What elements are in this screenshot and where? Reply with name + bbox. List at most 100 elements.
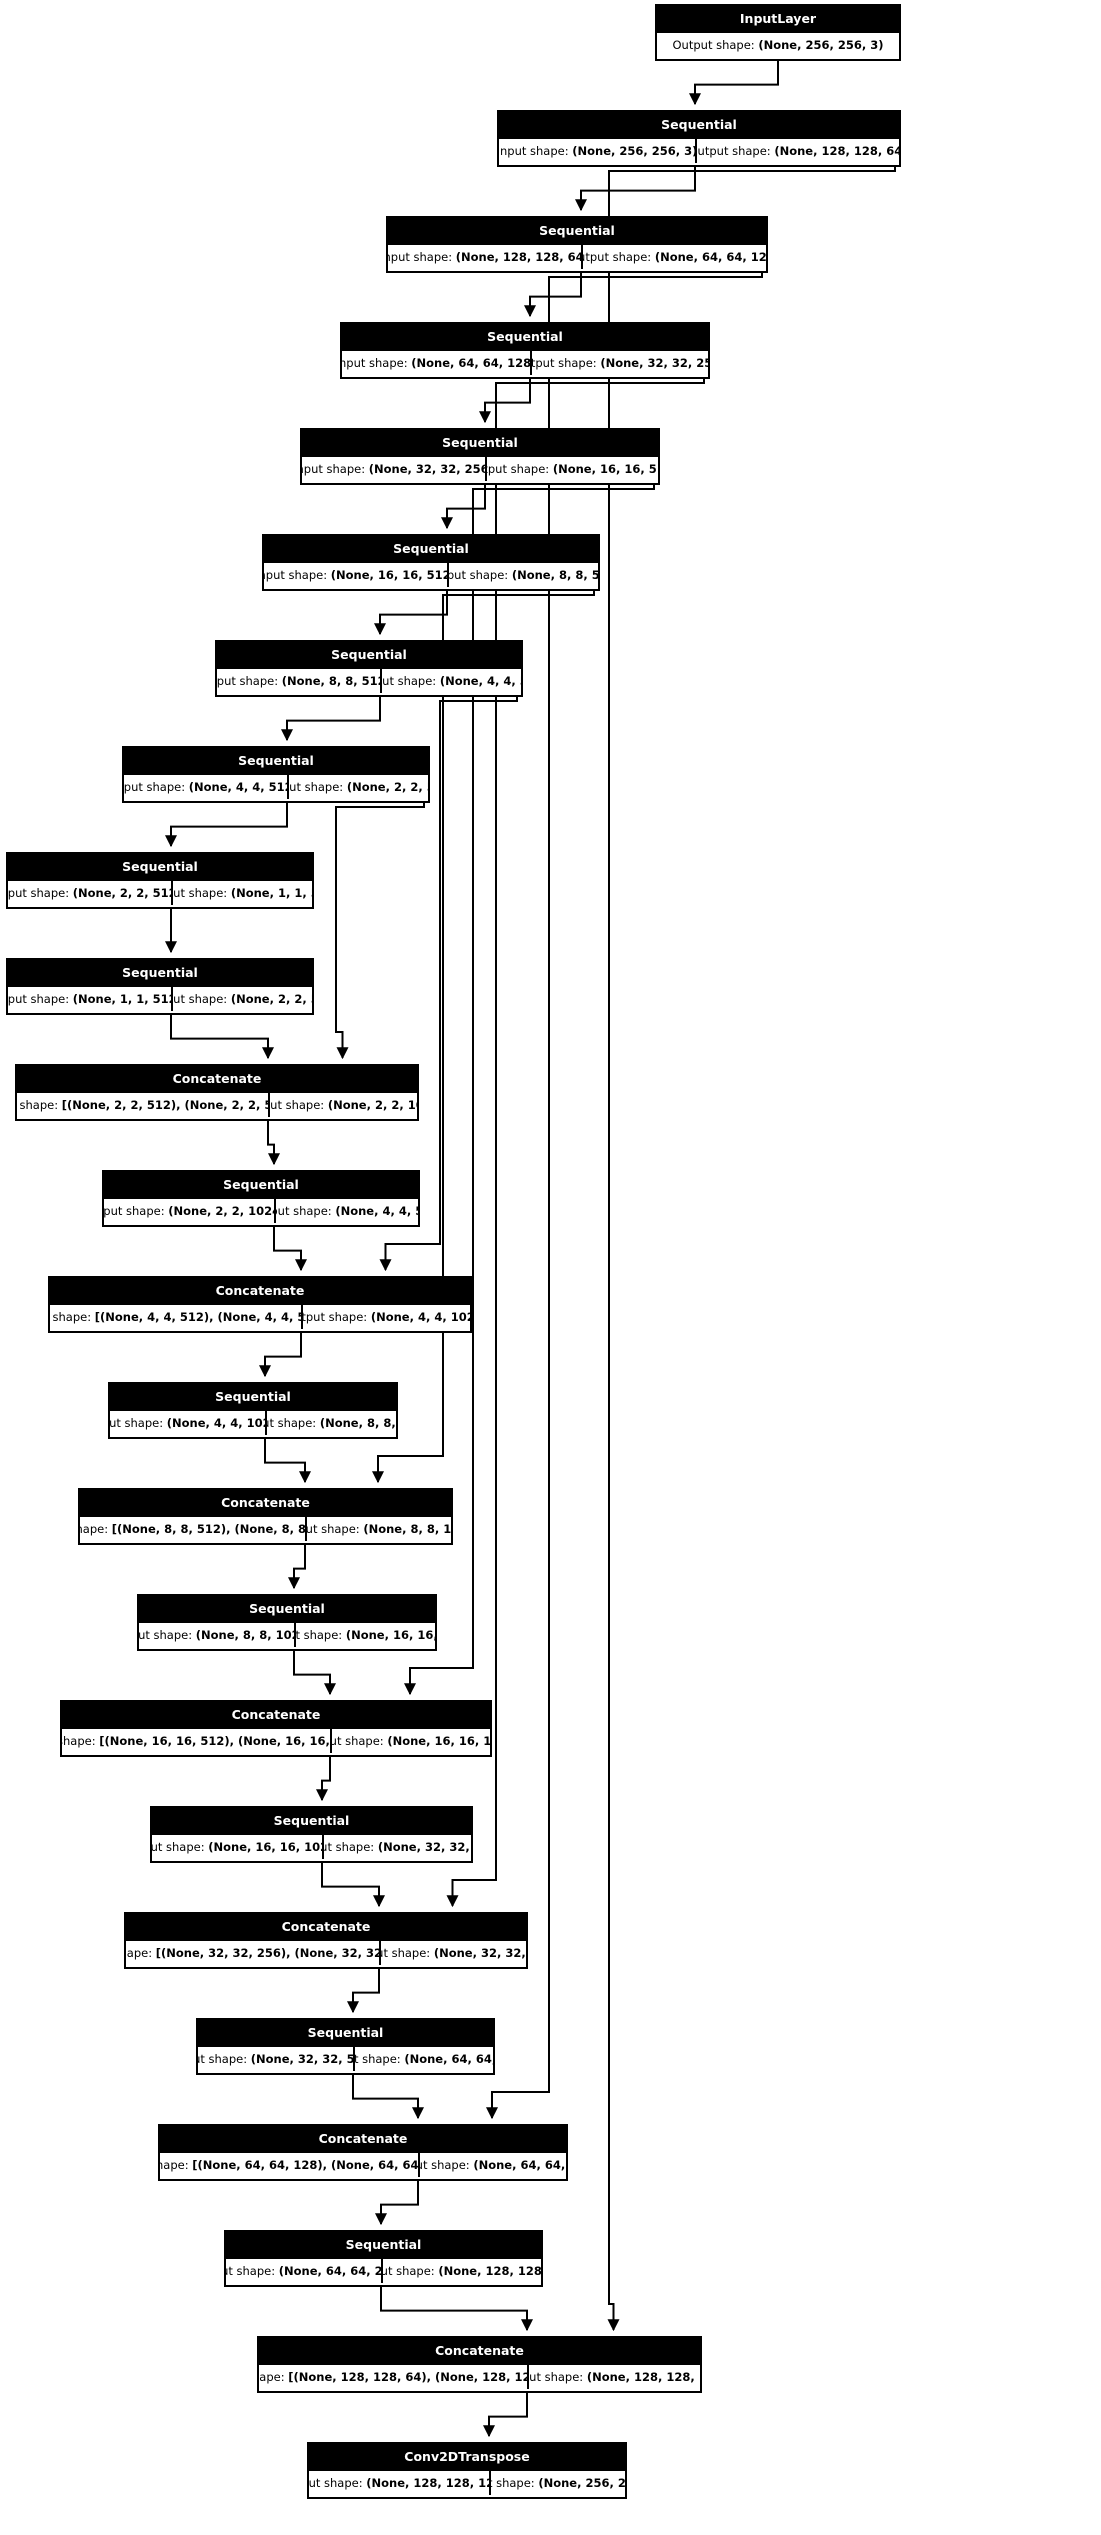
output-shape-value: (None, 4, 4, 512) xyxy=(439,674,521,688)
layer-node-title: Sequential xyxy=(388,218,766,243)
output-shape-cell: Output shape: (None, 128, 128, 64) xyxy=(381,2257,541,2283)
layer-node-shapes: Input shape: (None, 2, 2, 1024)Output sh… xyxy=(104,1197,418,1223)
output-shape-label: Output shape: xyxy=(491,2476,535,2490)
edge-sequential xyxy=(479,379,531,424)
layer-node-concatenate[interactable]: ConcatenateInput shape: [(None, 8, 8, 51… xyxy=(78,1488,453,1545)
layer-node-shapes: Input shape: (None, 8, 8, 512)Output sha… xyxy=(217,667,521,693)
input-shape-value: [(None, 128, 128, 64), (None, 128, 128, … xyxy=(288,2370,527,2384)
output-shape-value: (None, 64, 64, 128) xyxy=(404,2052,493,2066)
layer-node-title: Sequential xyxy=(110,1384,396,1409)
input-shape-value: (None, 16, 16, 1024) xyxy=(208,1840,322,1854)
output-shape-value: (None, 32, 32, 256) xyxy=(600,356,708,370)
input-shape-cell: Input shape: (None, 2, 2, 1024) xyxy=(104,1197,274,1223)
layer-node-title: InputLayer xyxy=(657,6,899,31)
output-shape-value: (None, 2, 2, 512) xyxy=(346,780,428,794)
input-shape-cell: Input shape: (None, 256, 256, 3) xyxy=(499,137,695,163)
input-shape-value: (None, 32, 32, 512) xyxy=(250,2052,353,2066)
output-shape-value: (None, 1, 1, 512) xyxy=(230,886,312,900)
input-shape-cell: Input shape: (None, 4, 4, 1024) xyxy=(110,1409,265,1435)
output-shape-label: Output shape: xyxy=(267,1416,317,1430)
input-shape-cell: Input shape: (None, 64, 64, 256) xyxy=(226,2257,381,2283)
layer-node-shapes: Output shape: (None, 256, 256, 3) xyxy=(657,31,899,57)
edge-sequential xyxy=(165,803,288,848)
output-shape-cell: Output shape: (None, 128, 128, 128) xyxy=(527,2363,700,2389)
output-shape-value: (None, 4, 4, 1024) xyxy=(370,1310,470,1324)
layer-node-concatenate[interactable]: ConcatenateInput shape: [(None, 4, 4, 51… xyxy=(48,1276,472,1333)
output-shape-label: Output shape: xyxy=(530,356,597,370)
layer-node-concatenate[interactable]: ConcatenateInput shape: [(None, 2, 2, 51… xyxy=(15,1064,419,1121)
edge-sequential xyxy=(689,61,779,106)
output-shape-label: Output shape: xyxy=(301,1310,368,1324)
layer-node-shapes: Input shape: (None, 2, 2, 512)Output sha… xyxy=(8,879,312,905)
output-shape-value: (None, 8, 8, 512) xyxy=(511,568,598,582)
input-shape-label: Input shape: xyxy=(110,1416,164,1430)
output-shape-value: (None, 32, 32, 512) xyxy=(433,1946,526,1960)
input-shape-label: Input shape: xyxy=(17,1098,59,1112)
layer-node-shapes: Input shape: [(None, 8, 8, 512), (None, … xyxy=(80,1515,451,1541)
layer-node-concatenate[interactable]: ConcatenateInput shape: [(None, 64, 64, … xyxy=(158,2124,568,2181)
input-shape-cell: Input shape: [(None, 2, 2, 512), (None, … xyxy=(17,1091,268,1117)
input-shape-label: Input shape: xyxy=(217,674,279,688)
output-shape-value: (None, 256, 256, 3) xyxy=(538,2476,625,2490)
output-shape-cell: Output shape: (None, 2, 2, 512) xyxy=(287,773,428,799)
edge-sequential xyxy=(267,1121,280,1166)
input-shape-cell: Input shape: (None, 32, 32, 256) xyxy=(302,455,485,481)
input-shape-value: (None, 64, 64, 128) xyxy=(411,356,530,370)
layer-node-shapes: Input shape: (None, 32, 32, 512)Output s… xyxy=(198,2045,493,2071)
input-shape-label: Input shape: xyxy=(342,356,408,370)
input-shape-value: (None, 2, 2, 1024) xyxy=(168,1204,274,1218)
input-shape-cell: Input shape: (None, 32, 32, 512) xyxy=(198,2045,353,2071)
layer-node-concatenate[interactable]: ConcatenateInput shape: [(None, 16, 16, … xyxy=(60,1700,492,1757)
edge-sequential xyxy=(575,167,696,212)
layer-node-shapes: Input shape: (None, 4, 4, 512)Output sha… xyxy=(124,773,428,799)
output-shape-cell: Output shape: (None, 32, 32, 256) xyxy=(322,1833,471,1859)
output-shape-cell: Output shape: (None, 16, 16, 1024) xyxy=(330,1727,490,1753)
output-shape-label: Output shape: xyxy=(583,250,652,264)
input-shape-label: Input shape: xyxy=(302,462,366,476)
input-shape-cell: Input shape: [(None, 4, 4, 512), (None, … xyxy=(50,1303,301,1329)
layer-node-title: Concatenate xyxy=(126,1914,526,1939)
output-shape-cell: Output shape: (None, 8, 8, 1024) xyxy=(305,1515,451,1541)
output-shape-label: Output shape: xyxy=(382,674,437,688)
edge-sequential xyxy=(524,273,582,318)
layer-node-concatenate[interactable]: ConcatenateInput shape: [(None, 128, 128… xyxy=(257,2336,702,2393)
output-shape-cell: Output shape: (None, 4, 4, 1024) xyxy=(301,1303,470,1329)
input-shape-value: [(None, 4, 4, 512), (None, 4, 4, 512)] xyxy=(94,1310,301,1324)
input-shape-value: (None, 256, 256, 3) xyxy=(572,144,695,158)
input-shape-label: Input shape: xyxy=(259,2370,285,2384)
edge-sequential xyxy=(375,2181,419,2226)
layer-node-shapes: Input shape: (None, 8, 8, 1024)Output sh… xyxy=(139,1621,435,1647)
layer-node-shapes: Input shape: [(None, 4, 4, 512), (None, … xyxy=(50,1303,470,1329)
input-shape-value: (None, 32, 32, 256) xyxy=(368,462,485,476)
layer-node-conv2dtranspose[interactable]: Conv2DTransposeInput shape: (None, 128, … xyxy=(307,2442,627,2499)
output-shape-label: Output shape: xyxy=(295,1628,343,1642)
edge-sequential xyxy=(316,1757,331,1802)
input-shape-value: (None, 1, 1, 512) xyxy=(72,992,171,1006)
input-shape-cell: Input shape: (None, 4, 4, 512) xyxy=(124,773,287,799)
edge-sequential xyxy=(441,485,486,530)
output-shape-label: Output shape: xyxy=(330,1734,384,1748)
output-shape-label: Output shape: xyxy=(173,992,228,1006)
layer-node-concatenate[interactable]: ConcatenateInput shape: [(None, 32, 32, … xyxy=(124,1912,528,1969)
input-shape-cell: Input shape: (None, 16, 16, 512) xyxy=(264,561,447,587)
edge-sequential xyxy=(374,591,448,636)
input-shape-cell: Input shape: (None, 64, 64, 128) xyxy=(342,349,530,375)
layer-node-title: Sequential xyxy=(104,1172,418,1197)
input-shape-cell: Input shape: (None, 1, 1, 512) xyxy=(8,985,171,1011)
